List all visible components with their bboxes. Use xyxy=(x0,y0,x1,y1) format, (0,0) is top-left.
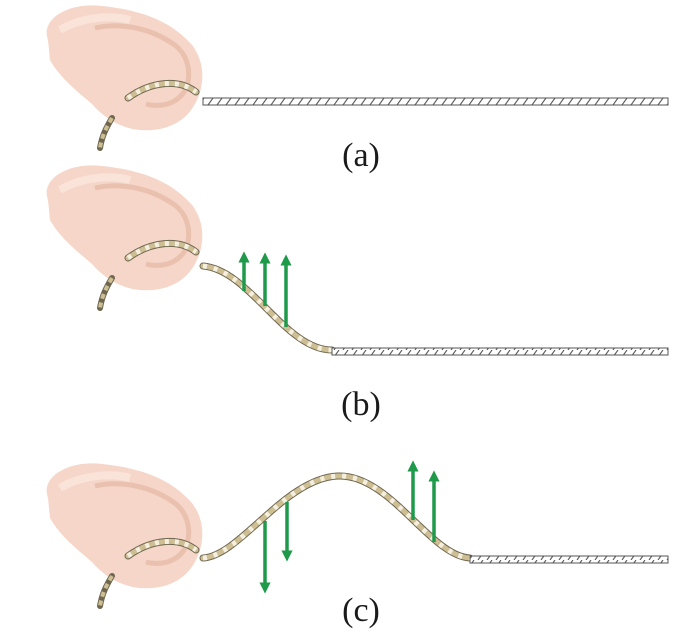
panel-label-c: (c) xyxy=(342,592,380,629)
hand-gripping-rope-icon xyxy=(46,165,203,311)
panel-label-b: (b) xyxy=(341,386,381,423)
rope-straight xyxy=(469,555,669,564)
rope-straight xyxy=(331,347,669,356)
panel-c xyxy=(46,460,669,609)
panel-label-a: (a) xyxy=(342,137,380,174)
rope-straight xyxy=(202,97,669,106)
panel-b xyxy=(46,165,669,356)
rope-pulse-crest xyxy=(199,472,474,562)
panel-a xyxy=(46,5,669,151)
rope-pulse-leading-edge xyxy=(199,262,336,354)
hand-gripping-rope-icon xyxy=(46,463,203,609)
hand-gripping-rope-icon xyxy=(46,5,203,151)
